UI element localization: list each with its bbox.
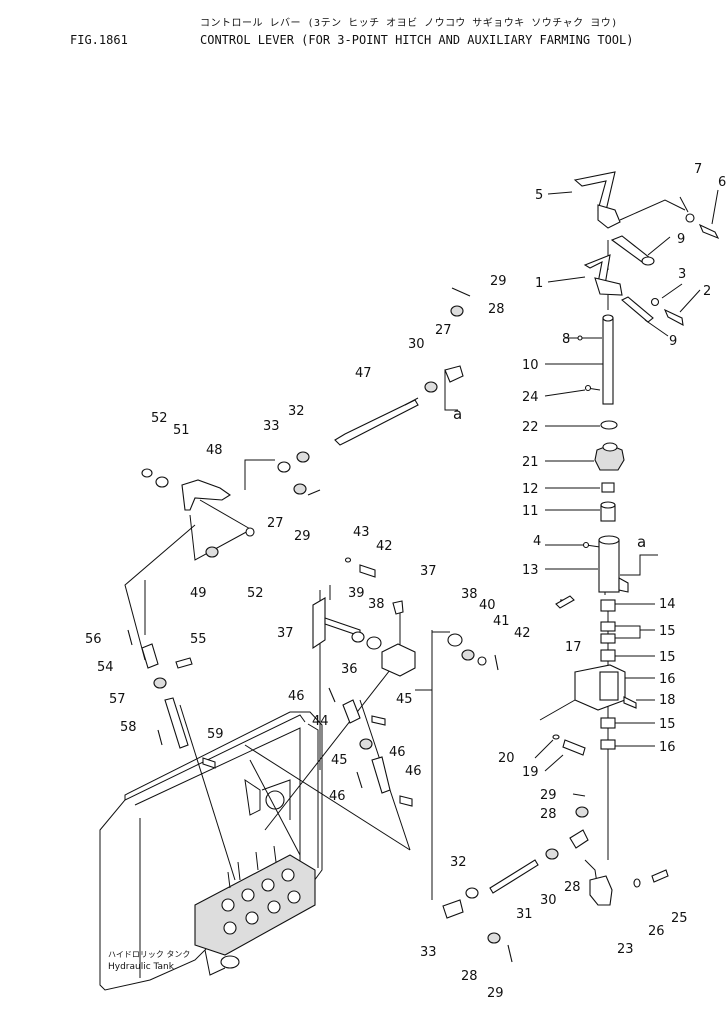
callout-label: 15 bbox=[659, 650, 676, 665]
callout-label: 46 bbox=[288, 689, 305, 704]
callout-label: 4 bbox=[533, 534, 541, 549]
callout-label: 29 bbox=[294, 529, 311, 544]
callout-label: 37 bbox=[420, 564, 437, 579]
callout-label: 57 bbox=[109, 692, 126, 707]
reference-mark-a: a bbox=[453, 405, 462, 423]
callout-label: 38 bbox=[368, 597, 385, 612]
callout-label: 26 bbox=[648, 924, 665, 939]
callout-label: 2 bbox=[703, 284, 711, 299]
callout-label: 45 bbox=[331, 753, 348, 768]
callout-label: 15 bbox=[659, 624, 676, 639]
callout-label: 52 bbox=[151, 411, 168, 426]
callout-label: 27 bbox=[435, 323, 452, 338]
callout-label: 59 bbox=[207, 727, 224, 742]
figure-number: FIG.1861 bbox=[70, 33, 128, 47]
title-japanese: コントロール レバー (3テン ヒッチ オヨビ ノウコウ サギョウキ ソウチャク… bbox=[200, 18, 618, 29]
callout-label: 30 bbox=[408, 337, 425, 352]
callout-label: 38 bbox=[461, 587, 478, 602]
callout-label: 52 bbox=[247, 586, 264, 601]
callout-label: 56 bbox=[85, 632, 102, 647]
callout-label: 5 bbox=[535, 188, 543, 203]
lower-linkage bbox=[442, 848, 559, 963]
callout-label: 42 bbox=[376, 539, 393, 554]
callout-label: 48 bbox=[206, 443, 223, 458]
callout-label: 20 bbox=[498, 751, 515, 766]
callout-label: 46 bbox=[405, 764, 422, 779]
callout-label: 33 bbox=[263, 419, 280, 434]
callout-label: 15 bbox=[659, 717, 676, 732]
callout-labels: 5 7 6 9 1 3 2 9 8 10 24 22 21 12 11 4 13… bbox=[85, 162, 726, 1001]
callout-label: 14 bbox=[659, 597, 676, 612]
callout-label: 17 bbox=[565, 640, 582, 655]
callout-label: 10 bbox=[522, 358, 539, 373]
callout-label: 9 bbox=[677, 232, 685, 247]
callout-label: 27 bbox=[267, 516, 284, 531]
callout-label: 28 bbox=[461, 969, 478, 984]
callout-label: 18 bbox=[659, 693, 676, 708]
reference-mark-a: a bbox=[637, 533, 646, 551]
callout-label: 8 bbox=[562, 332, 570, 347]
callout-label: 32 bbox=[450, 855, 467, 870]
callout-label: 44 bbox=[312, 714, 329, 729]
callout-label: 9 bbox=[669, 334, 677, 349]
callout-label: 54 bbox=[97, 660, 114, 675]
callout-label: 6 bbox=[718, 175, 726, 190]
callout-label: 42 bbox=[514, 626, 531, 641]
callout-label: 24 bbox=[522, 390, 539, 405]
callout-label: 58 bbox=[120, 720, 137, 735]
callout-label: 55 bbox=[190, 632, 207, 647]
callout-label: 45 bbox=[396, 692, 413, 707]
callout-label: 16 bbox=[659, 672, 676, 687]
callout-label: 19 bbox=[522, 765, 539, 780]
leader-lines bbox=[534, 189, 719, 772]
upper-linkage bbox=[141, 287, 471, 558]
callout-label: 31 bbox=[516, 907, 533, 922]
callout-label: 46 bbox=[329, 789, 346, 804]
callout-label: 37 bbox=[277, 626, 294, 641]
callout-label: 43 bbox=[353, 525, 370, 540]
callout-label: 46 bbox=[389, 745, 406, 760]
callout-label: 49 bbox=[190, 586, 207, 601]
callout-label: 47 bbox=[355, 366, 372, 381]
callout-label: 28 bbox=[540, 807, 557, 822]
callout-label: 21 bbox=[522, 455, 539, 470]
callout-label: 3 bbox=[678, 267, 686, 282]
callout-label: 22 bbox=[522, 420, 539, 435]
control-valve bbox=[194, 845, 316, 976]
callout-label: 11 bbox=[522, 504, 539, 519]
callout-label: 16 bbox=[659, 740, 676, 755]
callout-label: 28 bbox=[488, 302, 505, 317]
middle-linkage bbox=[312, 557, 499, 807]
callout-label: 7 bbox=[694, 162, 702, 177]
callout-label: 32 bbox=[288, 404, 305, 419]
callout-label: 13 bbox=[522, 563, 539, 578]
callout-label: 41 bbox=[493, 614, 510, 629]
callout-label: 23 bbox=[617, 942, 634, 957]
tank-label-english: Hydraulic Tank bbox=[108, 962, 175, 972]
callout-label: 25 bbox=[671, 911, 688, 926]
callout-label: 30 bbox=[540, 893, 557, 908]
lower-left-linkage bbox=[127, 629, 216, 769]
callout-label: 12 bbox=[522, 482, 539, 497]
callout-label: 28 bbox=[564, 880, 581, 895]
tank-label-japanese: ハイドロリック タンク bbox=[108, 950, 190, 959]
callout-label: 36 bbox=[341, 662, 358, 677]
lever-assembly bbox=[552, 171, 720, 906]
callout-label: 51 bbox=[173, 423, 190, 438]
callout-label: 40 bbox=[479, 598, 496, 613]
callout-label: 1 bbox=[535, 276, 543, 291]
callout-label: 29 bbox=[490, 274, 507, 289]
callout-label: 39 bbox=[348, 586, 365, 601]
callout-label: 29 bbox=[487, 986, 504, 1001]
callout-label: 33 bbox=[420, 945, 437, 960]
title-english: CONTROL LEVER (FOR 3-POINT HITCH AND AUX… bbox=[200, 33, 634, 47]
callout-label: 29 bbox=[540, 788, 557, 803]
